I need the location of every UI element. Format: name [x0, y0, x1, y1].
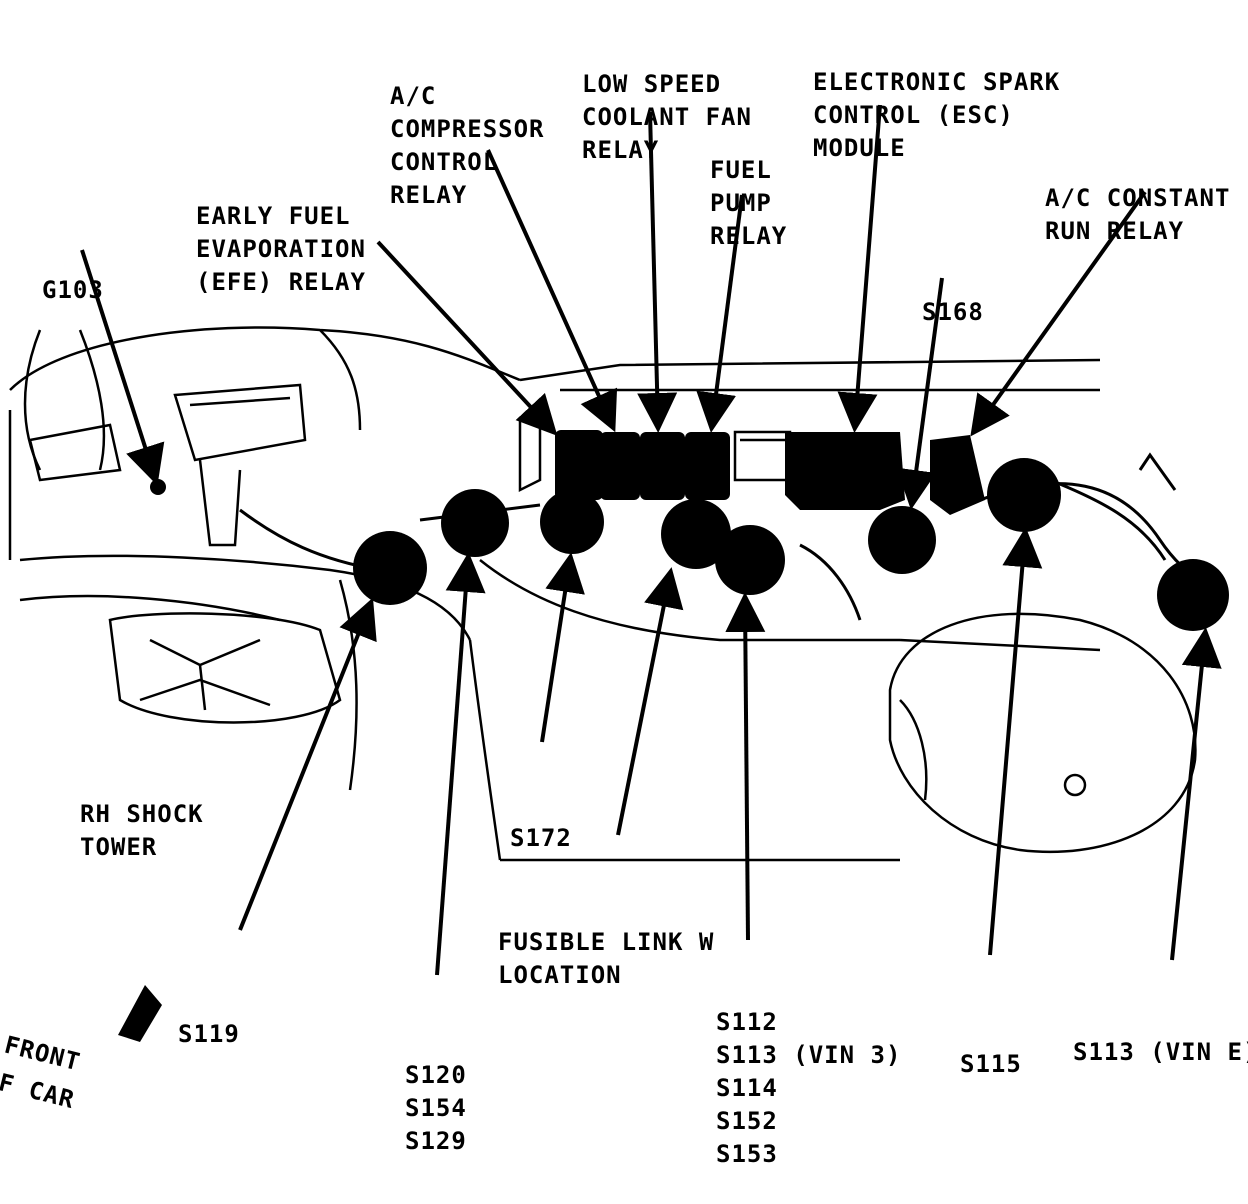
front-arrow-icon [118, 985, 162, 1042]
splice-fusible-dot [661, 499, 731, 569]
arrow-s172 [540, 552, 585, 743]
arrow-s115 [988, 527, 1043, 956]
arrow-s168 [896, 277, 944, 510]
relay-blocks [555, 430, 985, 515]
splice-s168-dot [868, 506, 936, 574]
arrow-s113vine [1170, 627, 1222, 961]
splice-s115-dot [987, 458, 1061, 532]
arrow-fusible [616, 567, 684, 836]
arrow-esc [837, 104, 882, 433]
splice-s112-dot [715, 525, 785, 595]
arrow-ac-constant [970, 190, 1147, 437]
label-s119: S119 [178, 1020, 240, 1048]
connector-module [28, 383, 307, 547]
splice-s172-dot [540, 490, 604, 554]
arrow-low-speed-fan [637, 111, 678, 433]
engine-bay-drawing [8, 104, 1229, 1042]
arrow-g103 [80, 249, 165, 486]
splice-s119-dot [353, 531, 427, 605]
shock-tower-shape [108, 612, 342, 724]
round-component [888, 612, 1197, 854]
ground-g103-dot [150, 479, 166, 495]
arrow-s119 [238, 597, 377, 931]
splice-dots [150, 458, 1229, 631]
label-s113-vin-e: S113 (VIN E) [1073, 1038, 1248, 1066]
vehicle-outline [8, 326, 1101, 862]
arrow-efe [376, 240, 558, 436]
label-s168: S168 [922, 298, 984, 326]
label-s172: S172 [510, 824, 572, 852]
splice-s113vine-dot [1157, 559, 1229, 631]
label-s115: S115 [960, 1050, 1022, 1078]
leader-arrows [80, 104, 1222, 976]
arrow-fuel-pump [696, 194, 744, 433]
splice-s120-dot [441, 489, 509, 557]
arrow-ac-compressor [486, 149, 618, 433]
arrow-s120 [435, 552, 486, 976]
label-g103: G103 [42, 276, 104, 304]
arrow-s112 [725, 592, 766, 941]
